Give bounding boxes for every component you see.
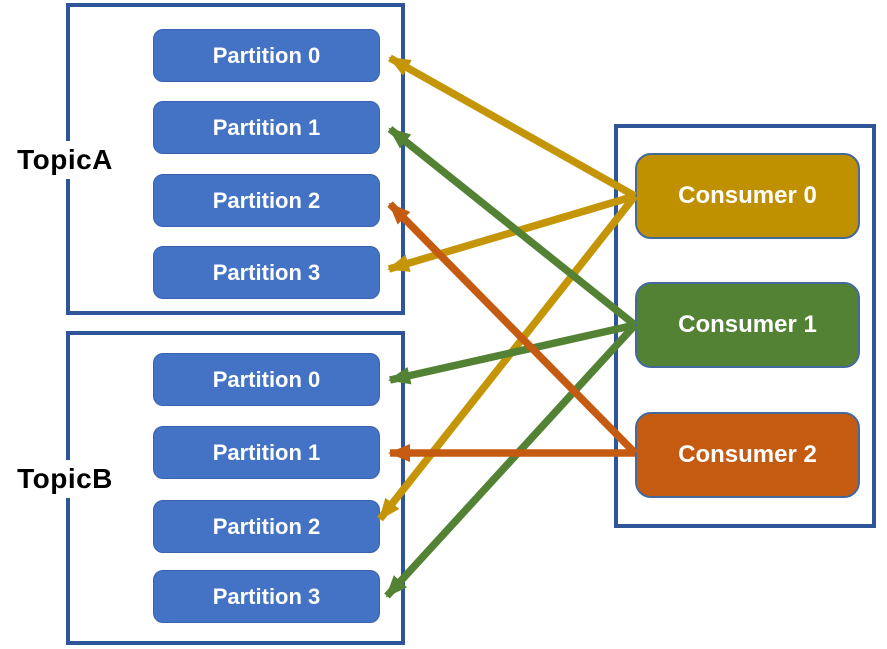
topic-b-partition-3: Partition 3 xyxy=(153,570,380,623)
consumer-1-node: Consumer 1 xyxy=(635,282,860,368)
topic-a-label: TopicA xyxy=(6,141,124,179)
topic-b-label: TopicB xyxy=(6,460,124,498)
arrow-consumer1-topicA-p1 xyxy=(387,126,638,328)
topic-a-partition-2: Partition 2 xyxy=(153,174,380,227)
arrow-consumer0-topicA-p0 xyxy=(388,54,637,200)
consumer-0-node: Consumer 0 xyxy=(635,153,860,239)
arrow-consumer2-topicA-p2 xyxy=(387,201,638,456)
topic-a-partition-3: Partition 3 xyxy=(153,246,380,299)
topic-b-partition-2: Partition 2 xyxy=(153,500,380,553)
topic-a-partition-0: Partition 0 xyxy=(153,29,380,82)
arrow-consumer0-topicA-p3 xyxy=(387,192,637,273)
arrow-consumer0-topicB-p2 xyxy=(377,193,638,522)
consumer-2-node: Consumer 2 xyxy=(635,412,860,498)
topic-b-partition-0: Partition 0 xyxy=(153,353,380,406)
arrow-consumer1-topicB-p3 xyxy=(384,322,638,599)
topic-a-partition-1: Partition 1 xyxy=(153,101,380,154)
topic-b-partition-1: Partition 1 xyxy=(153,426,380,479)
arrow-consumer1-topicB-p0 xyxy=(388,321,636,385)
